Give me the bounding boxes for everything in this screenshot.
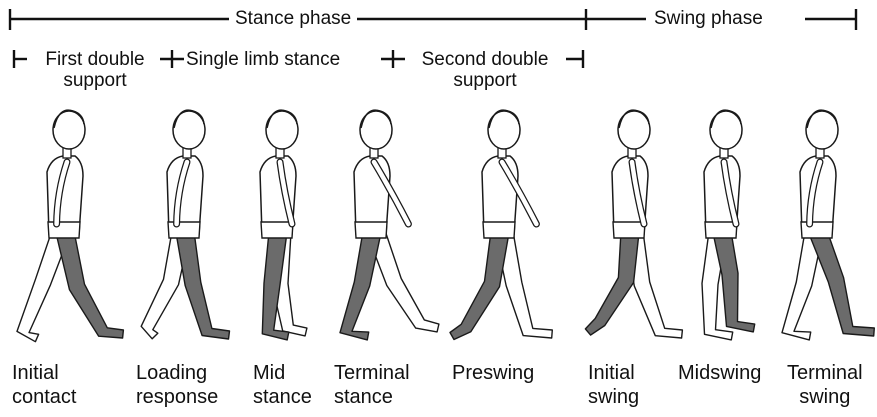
figure-terminal-swing [782,110,874,340]
figure-loading-response [141,110,229,339]
highlighted-leg [340,230,381,340]
shorts [705,222,737,238]
highlighted-leg [585,231,639,335]
highlighted-leg [713,230,755,332]
figure-preswing [450,110,552,339]
highlighted-leg [56,230,123,338]
shorts [483,222,515,238]
highlighted-leg [450,231,509,340]
caption-midswing: Midswing [678,361,761,385]
shorts [613,222,645,238]
figure-initial-contact [17,110,123,342]
shorts [168,222,200,238]
highlighted-leg [176,231,229,339]
shorts [801,222,833,238]
figure-initial-swing [585,110,682,338]
figure-terminal-stance [340,110,439,340]
highlighted-leg [810,229,875,336]
figure-midswing [702,110,755,340]
caption-preswing: Preswing [452,361,534,385]
figure-mid-stance [260,110,307,340]
shorts [48,222,80,238]
shorts [261,222,293,238]
shorts [355,222,387,238]
